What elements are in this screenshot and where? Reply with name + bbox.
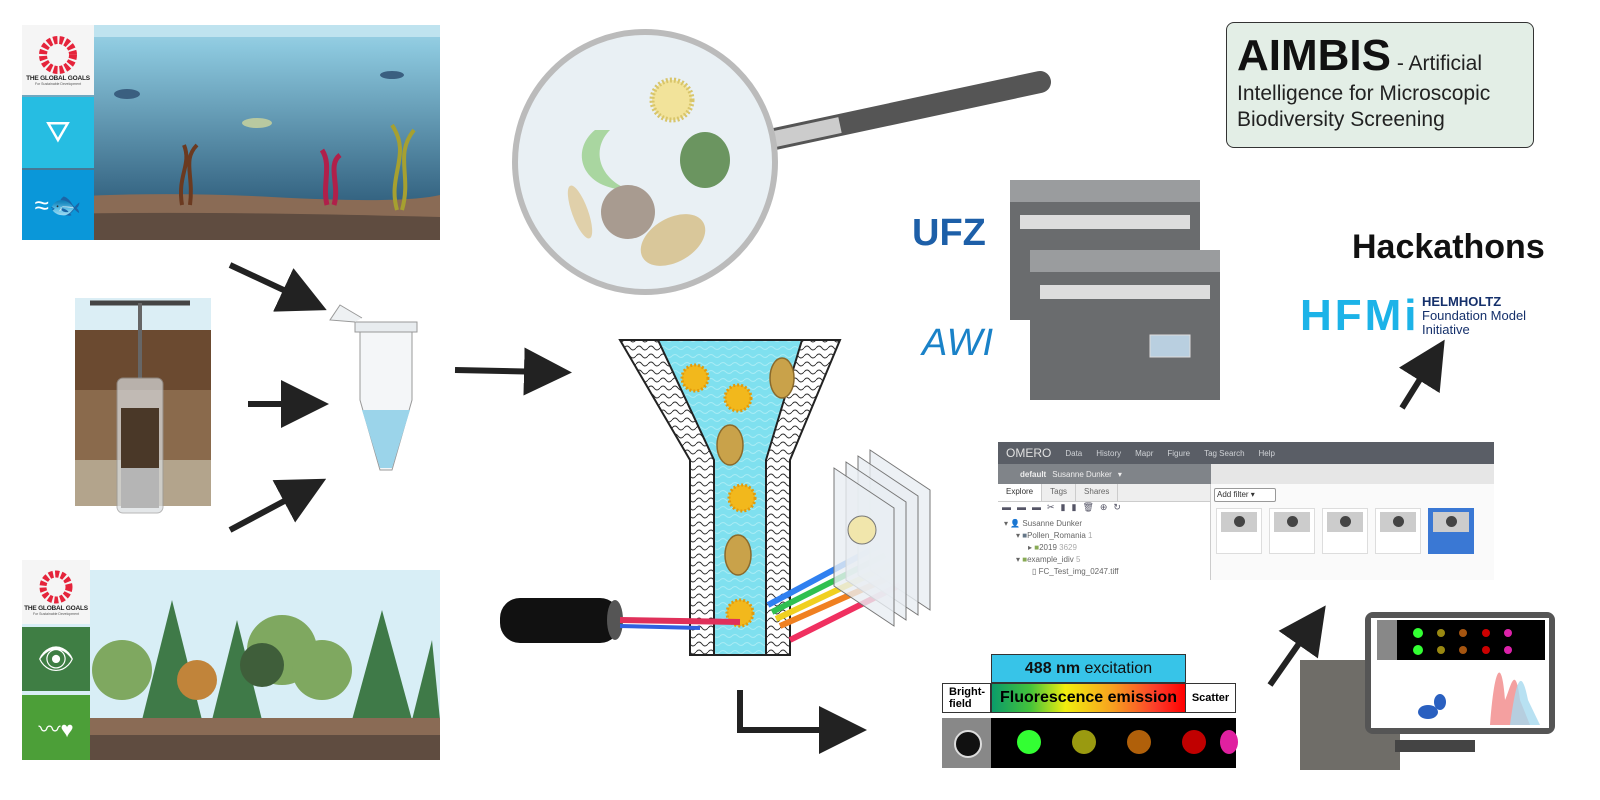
sdg-life-on-land-tile: 👁 (22, 627, 90, 691)
flow-cytometer-instruments (1010, 180, 1220, 400)
global-goals-subtitle: For Sustainable Development (32, 611, 80, 616)
omero-tab-explore[interactable]: Explore (998, 484, 1043, 501)
arrow-to-analysis (1267, 605, 1326, 687)
channel-cell (1182, 730, 1206, 754)
forest-illustration (22, 570, 440, 760)
global-goals-subtitle: For Sustainable Development (34, 81, 82, 86)
tree-item[interactable]: ▾ 👤 Susanne Dunker (1004, 519, 1083, 528)
channel-cell (1072, 730, 1096, 754)
tree-item[interactable]: ▯ FC_Test_img_0247.tiff (1032, 567, 1119, 576)
fluorescence-channels-panel: 488 nm excitation Bright- field Fluoresc… (940, 652, 1240, 770)
omero-tree: ▾ 👤 Susanne Dunker ▾ ■Pollen_Romania 1 ▸… (998, 518, 1210, 578)
aimbis-line2: Intelligence for Microscopic (1237, 82, 1491, 105)
fish-icon: ≈🐟 (34, 189, 82, 220)
omero-logo: OMERO (1006, 446, 1052, 460)
arrow-forest-to-tube (228, 478, 327, 533)
omero-thumbnail[interactable] (1322, 508, 1368, 554)
omero-menu-help[interactable]: Help (1258, 448, 1275, 458)
global-goals-logo: THE GLOBAL GOALS For Sustainable Develop… (22, 25, 94, 95)
hfmi-line2: Foundation Model (1422, 308, 1527, 323)
analysis-computer (1300, 612, 1555, 770)
sdg-clean-water-tile: ⛛ (22, 97, 94, 168)
sample-tube-icon (329, 304, 418, 471)
aimbis-title-box: AIMBIS - Artificial Intelligence for Mic… (1226, 22, 1534, 148)
optical-filters-icon (833, 449, 931, 627)
hfmi-line3: Initiative (1422, 322, 1470, 337)
omero-screenshot: OMERO Data History Mapr Figure Tag Searc… (998, 442, 1494, 580)
global-goals-logo-forest: THE GLOBAL GOALS For Sustainable Develop… (22, 560, 90, 624)
soil-core-illustration (75, 298, 211, 514)
sdg-wheel-icon (39, 35, 77, 74)
water-drop-icon: ⛛ (45, 115, 71, 149)
arrow-tube-to-cytometer (454, 347, 572, 396)
heartbeat-icon: 〰♥ (38, 716, 74, 742)
global-goals-title: THE GLOBAL GOALS (24, 604, 88, 612)
chevron-down-icon: ▾ (1117, 469, 1122, 479)
omero-menu-mapr[interactable]: Mapr (1135, 448, 1154, 458)
sdg-wheel-icon (39, 570, 73, 603)
arrow-to-hackathons (1398, 339, 1445, 410)
excitation-label: 488 nm excitation (991, 654, 1186, 683)
omero-toolbar: ▬▬▬✂▮▮🗑⊕↻ (1002, 502, 1127, 512)
aimbis-line3: Biodiversity Screening (1237, 108, 1445, 131)
workflow-arrows (228, 262, 1445, 754)
laser-icon (500, 598, 741, 643)
hfmi-wordmark: HFMi (1300, 291, 1420, 340)
awi-logo: AWI (922, 322, 994, 364)
arrow-to-fluorescence (737, 690, 867, 754)
omero-thumbnail[interactable] (1269, 508, 1315, 554)
scatter-label: Scatter (1186, 683, 1236, 713)
brightfield-label: Bright- field (942, 683, 991, 713)
global-goals-title: THE GLOBAL GOALS (26, 74, 90, 82)
tree-item[interactable]: ▾ ■Pollen_Romania 1 (1016, 531, 1093, 540)
omero-tab-tags[interactable]: Tags (1042, 484, 1077, 501)
tree-item[interactable]: ▾ ■example_idiv 5 (1016, 555, 1081, 564)
omero-menu-history[interactable]: History (1096, 448, 1122, 458)
channel-cell (1017, 730, 1041, 754)
omero-menubar: OMERO Data History Mapr Figure Tag Searc… (998, 442, 1494, 464)
sdg-life-below-water-tile: ≈🐟 (22, 170, 94, 240)
channel-image-strip (942, 718, 1238, 768)
sdg-good-health-tile: 〰♥ (22, 695, 90, 760)
omero-thumbnail[interactable] (1375, 508, 1421, 554)
hfmi-line1: HELMHOLTZ (1422, 294, 1502, 309)
magnifying-glass-icon (512, 29, 1051, 295)
channel-cell (1220, 730, 1238, 754)
forest-scene (22, 570, 440, 760)
omero-menu-tag-search[interactable]: Tag Search (1204, 448, 1245, 458)
hfmi-logo: HFMi HELMHOLTZ Foundation Model Initiati… (1300, 293, 1560, 343)
aimbis-line1: - Artificial (1391, 52, 1483, 75)
omero-menu-figure[interactable]: Figure (1167, 448, 1191, 458)
aimbis-acronym: AIMBIS (1237, 31, 1391, 80)
eye-icon: 👁 (36, 642, 76, 676)
flow-cell-icon (618, 339, 842, 656)
ufz-logo: UFZ (912, 212, 986, 254)
arrow-ocean-to-tube (228, 262, 327, 312)
omero-thumbnail-selected[interactable] (1428, 508, 1474, 554)
emission-label: Fluorescence emission (991, 683, 1186, 713)
omero-user: Susanne Dunker (1052, 469, 1112, 479)
omero-menu-data[interactable]: Data (1065, 448, 1083, 458)
hackathons-label: Hackathons (1352, 228, 1545, 266)
tree-item[interactable]: ▸ ■2019 3629 (1028, 543, 1077, 552)
channel-cell (1127, 730, 1151, 754)
soil-core-sampler (75, 298, 211, 516)
omero-thumbnail[interactable] (1216, 508, 1262, 554)
omero-group: default (1020, 469, 1047, 479)
omero-user-bar[interactable]: default Susanne Dunker ▾ (998, 464, 1232, 484)
omero-filter-select[interactable]: Add filter ▾ (1214, 488, 1276, 502)
omero-tab-shares[interactable]: Shares (1076, 484, 1119, 501)
channel-cell (954, 730, 982, 758)
